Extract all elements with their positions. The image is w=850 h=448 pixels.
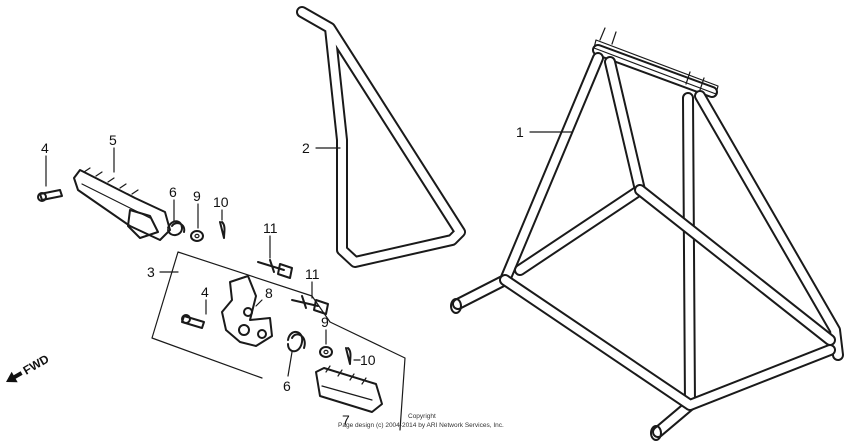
callout-8: 8 (265, 285, 273, 301)
forward-label: FWD (21, 352, 52, 378)
callout-9-assy: 9 (321, 314, 329, 330)
stand-frame (450, 27, 844, 441)
forward-arrow-icon (6, 371, 23, 383)
forward-direction-indicator: FWD (6, 352, 52, 383)
callout-5: 5 (109, 132, 117, 148)
callout-6-assy: 6 (283, 378, 291, 394)
callout-11-upper: 11 (263, 220, 278, 236)
callout-6-upper: 6 (169, 184, 177, 200)
footpeg-assembly (151, 251, 406, 431)
callout-2: 2 (302, 140, 310, 156)
callout-3: 3 (147, 264, 155, 280)
callout-10-assy: 10 (360, 352, 376, 368)
callout-9-upper: 9 (193, 188, 201, 204)
callout-7: 7 (342, 412, 350, 428)
callout-1: 1 (516, 124, 524, 140)
callout-10-upper: 10 (213, 194, 229, 210)
callout-4-upper: 4 (41, 140, 49, 156)
callout-4-assy: 4 (201, 284, 209, 300)
triangle-bar (296, 6, 466, 268)
copyright-line-2: Page design (c) 2004-2014 by ARI Network… (338, 422, 504, 429)
leader-lines (45, 131, 573, 377)
callout-11-lower: 11 (305, 266, 320, 282)
footpeg-upper (37, 167, 226, 242)
copyright-line-1: Copyright (408, 413, 436, 420)
